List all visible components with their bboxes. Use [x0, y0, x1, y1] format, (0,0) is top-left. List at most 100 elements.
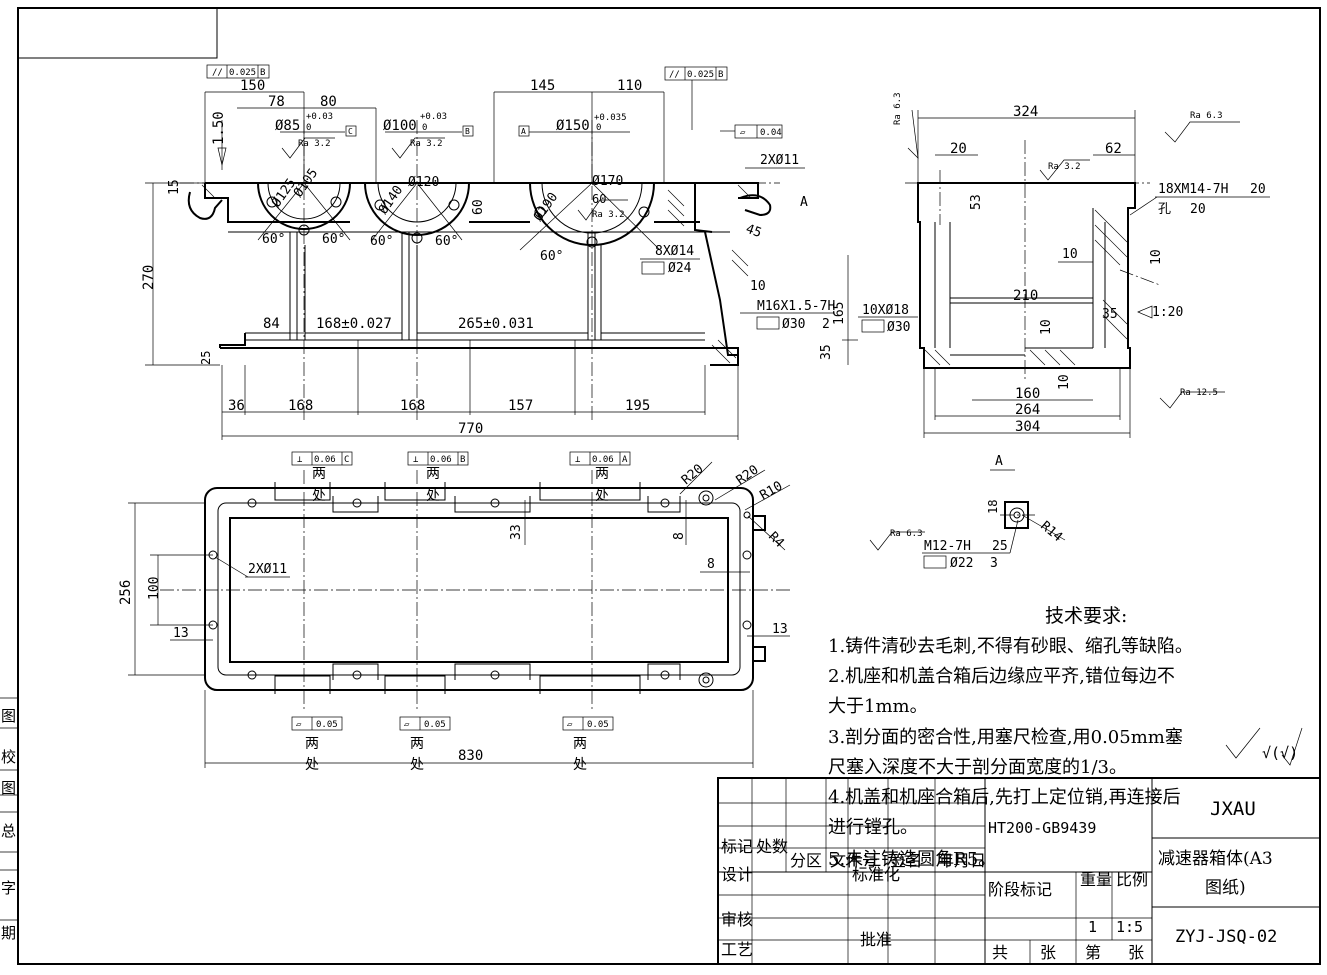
dim-264: 264 — [1015, 402, 1040, 418]
dim-168-tol: 168±0.027 — [316, 316, 392, 332]
material: HT200-GB9439 — [988, 819, 1096, 837]
dim-45: 45 — [744, 222, 764, 241]
dim-168: 168 — [288, 398, 313, 414]
tb-total: 共 — [992, 943, 1008, 962]
roughness-ra125: Ra 12.5 — [1180, 388, 1218, 398]
tol-parallel-left: 0.025 — [229, 68, 256, 78]
dim-13: 13 — [173, 626, 189, 641]
roughness-ra63: Ra 6.3 — [1190, 111, 1223, 121]
hole-label: 孔 — [1158, 202, 1171, 217]
dim-18: 18 — [986, 500, 1000, 514]
tol-flatness: 0.04 — [760, 128, 782, 138]
two-places: 两 — [312, 466, 326, 482]
dim-304: 304 — [1015, 419, 1040, 435]
tol-phi150-lower: 0 — [596, 123, 601, 133]
dim-324: 324 — [1013, 104, 1038, 120]
counterbore-30: Ø30 — [782, 317, 805, 332]
dim-270: 270 — [141, 265, 157, 290]
tb-sheets: 张 — [1040, 943, 1056, 962]
counterbore-24: Ø24 — [668, 261, 692, 276]
note-line: 4.机盖和机座合箱后,先打上定位销,再连接后 — [828, 787, 1181, 808]
dim-10: 10 — [1062, 247, 1078, 262]
tol-parallel-right: 0.025 — [687, 70, 714, 80]
holes-8x14: 8XØ14 — [655, 244, 694, 259]
dim-265-tol: 265±0.031 — [458, 316, 534, 332]
angle-60: 60° — [435, 234, 458, 249]
dim-53: 53 — [969, 194, 984, 210]
dim-195: 195 — [625, 398, 650, 414]
tb-review: 审核 — [721, 910, 753, 929]
dim-phi150: Ø150 — [556, 118, 590, 134]
datum-c: C — [348, 127, 353, 136]
note-line: 进行镗孔。 — [828, 817, 918, 838]
tb-doc: 文件号 — [830, 851, 878, 870]
tb-scale-value: 1:5 — [1116, 918, 1143, 936]
counterbore-30: Ø30 — [887, 320, 910, 335]
tap-m16: M16X1.5-7H — [757, 299, 835, 314]
tol-perp: 0.06 — [314, 455, 336, 465]
tol-phi150: +0.035 — [594, 113, 627, 123]
tol-perp: 0.06 — [592, 455, 614, 465]
left-binding-strip: 图 校 图 总 字 期 — [0, 697, 18, 942]
dim-100: 100 — [147, 577, 162, 600]
dim-35: 35 — [1102, 307, 1118, 322]
radius-r20: R20 — [679, 461, 707, 488]
tb-count: 处数 — [756, 837, 788, 856]
radius-r4: R4 — [765, 529, 787, 551]
roughness-ra32: Ra 3.2 — [592, 210, 625, 220]
dim-phi85: Ø85 — [275, 118, 300, 134]
tb-sheet: 张 — [1128, 943, 1144, 962]
roughness-ra32: Ra 3.2 — [1048, 162, 1081, 172]
svg-text:▱: ▱ — [740, 128, 746, 138]
dim-256: 256 — [118, 580, 134, 605]
dim-165: 165 — [832, 302, 847, 325]
strip-label: 图 — [1, 779, 16, 797]
tol-phi85: +0.03 — [306, 112, 333, 122]
places: 处 — [595, 488, 609, 504]
dim-150: 150 — [240, 78, 265, 94]
tb-weight: 重量 — [1080, 870, 1112, 889]
dim-10: 10 — [1057, 374, 1072, 390]
tol-flatness: 0.05 — [316, 720, 338, 730]
note-line: 2.机座和机盖合箱后边缘应平齐,错位每边不 — [828, 666, 1175, 687]
svg-text://: // — [212, 68, 223, 78]
dim-145: 145 — [530, 78, 555, 94]
dim-35: 35 — [819, 344, 834, 360]
two-places: 两 — [595, 466, 609, 482]
technical-requirements: 技术要求: 1.铸件清砂去毛刺,不得有砂眼、缩孔等缺陷。 2.机座和机盖合箱后边… — [828, 605, 1303, 870]
datum-b: B — [460, 455, 465, 465]
dim-830: 830 — [458, 748, 483, 764]
tb-mark: 标记 — [721, 837, 753, 856]
detail-a-label: A — [995, 454, 1003, 469]
tap-18xm14: 18XM14-7H — [1158, 182, 1228, 197]
tb-design: 设计 — [721, 865, 753, 884]
dim-phi170: Ø170 — [592, 174, 623, 189]
plan-view-dimensions: ⊥ 0.06 C ⊥ 0.06 B ⊥ 0.06 A 两 处 两 处 两 处 R… — [118, 451, 791, 773]
two-places: 两 — [573, 736, 587, 752]
tol-phi85-lower: 0 — [306, 123, 311, 133]
dim-78: 78 — [268, 94, 285, 110]
dim-10: 10 — [1039, 319, 1054, 335]
datum-b: B — [260, 68, 265, 78]
tb-approve: 批准 — [860, 930, 892, 949]
two-places: 两 — [410, 736, 424, 752]
tb-sign: 签名 — [890, 851, 922, 870]
svg-text:▱: ▱ — [567, 720, 573, 730]
radius-r20: R20 — [734, 463, 762, 489]
note-line: 5.未注铸造圆角R5。 — [828, 849, 996, 870]
roughness-ra32: Ra 3.2 — [410, 139, 443, 149]
svg-text:⊥: ⊥ — [575, 455, 581, 465]
datum-a: A — [622, 455, 628, 465]
places: 处 — [573, 757, 587, 773]
dim-770: 770 — [458, 421, 483, 437]
tol-flatness: 0.05 — [587, 720, 609, 730]
detail-view-a: A 18 R14 Ra 6.3 M12-7H 25 Ø22 3 — [869, 454, 1065, 571]
tol-phi100: +0.03 — [420, 112, 447, 122]
places: 处 — [312, 488, 326, 504]
hole-depth-20: 20 — [1190, 202, 1206, 217]
dim-33: 33 — [509, 524, 524, 540]
counterbore-22: Ø22 — [950, 556, 973, 571]
angle-60: 60° — [540, 249, 563, 264]
holes-10x18: 10XØ18 — [862, 303, 909, 318]
